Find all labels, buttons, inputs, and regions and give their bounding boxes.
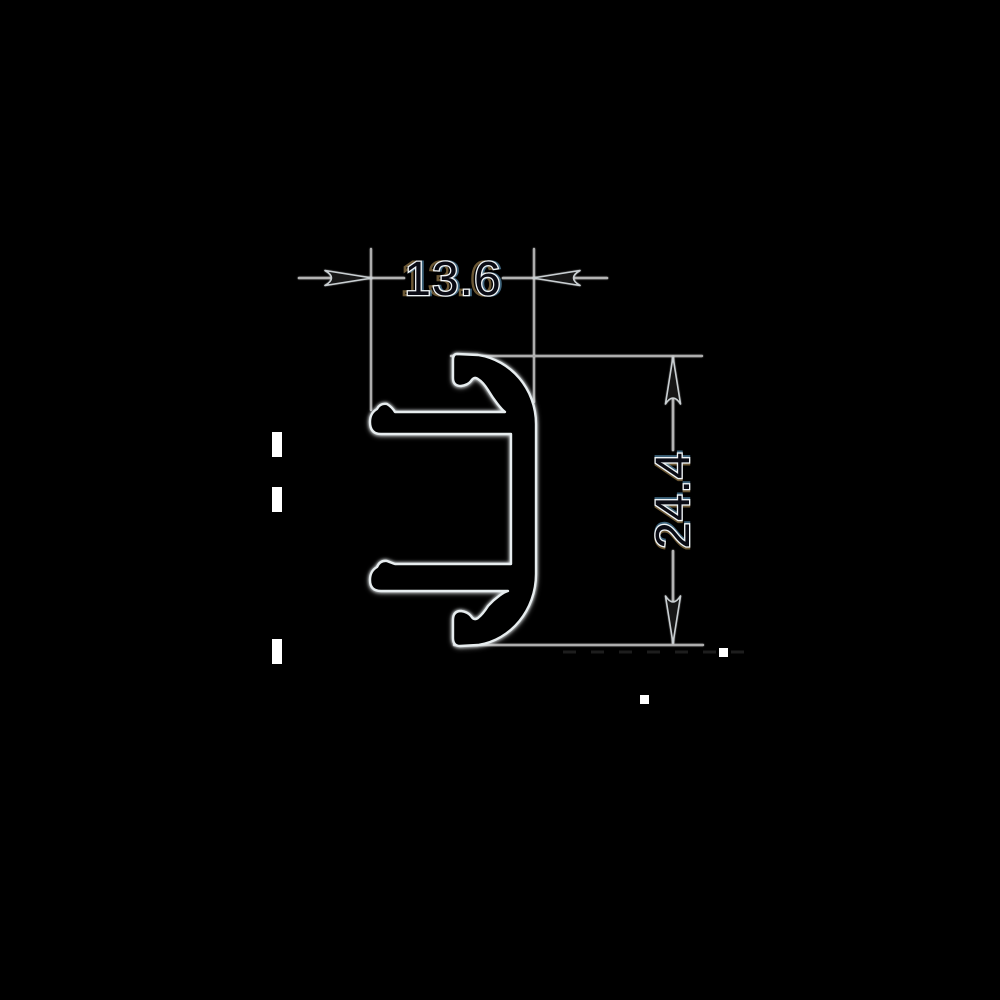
width-arrow-right-icon (532, 269, 581, 287)
dimension-width: 13.6 13.6 13.6 (297, 247, 609, 412)
artifact-square-2 (640, 695, 649, 704)
height-arrow-bottom-icon (664, 595, 682, 644)
profile-cross-section-shape (368, 352, 538, 648)
height-label-fringe2: 24.4 (647, 449, 700, 546)
width-label-fringe: 13.6 (400, 253, 497, 306)
artifact-group (272, 432, 758, 704)
width-label-fringe2: 13.6 (406, 253, 503, 306)
artifact-square-1 (719, 648, 728, 657)
dimension-height: 24.4 24.4 24.4 (449, 354, 705, 647)
artifact-dash-3 (272, 639, 282, 664)
artifact-dash-2 (272, 487, 282, 512)
width-dimension-label: 13.6 (404, 253, 501, 306)
height-label-fringe: 24.4 (647, 453, 700, 550)
height-dimension-label: 24.4 (647, 451, 700, 548)
height-arrow-top-icon (664, 356, 682, 405)
artifact-dash-1 (272, 432, 282, 457)
width-arrow-left-icon (324, 269, 373, 287)
